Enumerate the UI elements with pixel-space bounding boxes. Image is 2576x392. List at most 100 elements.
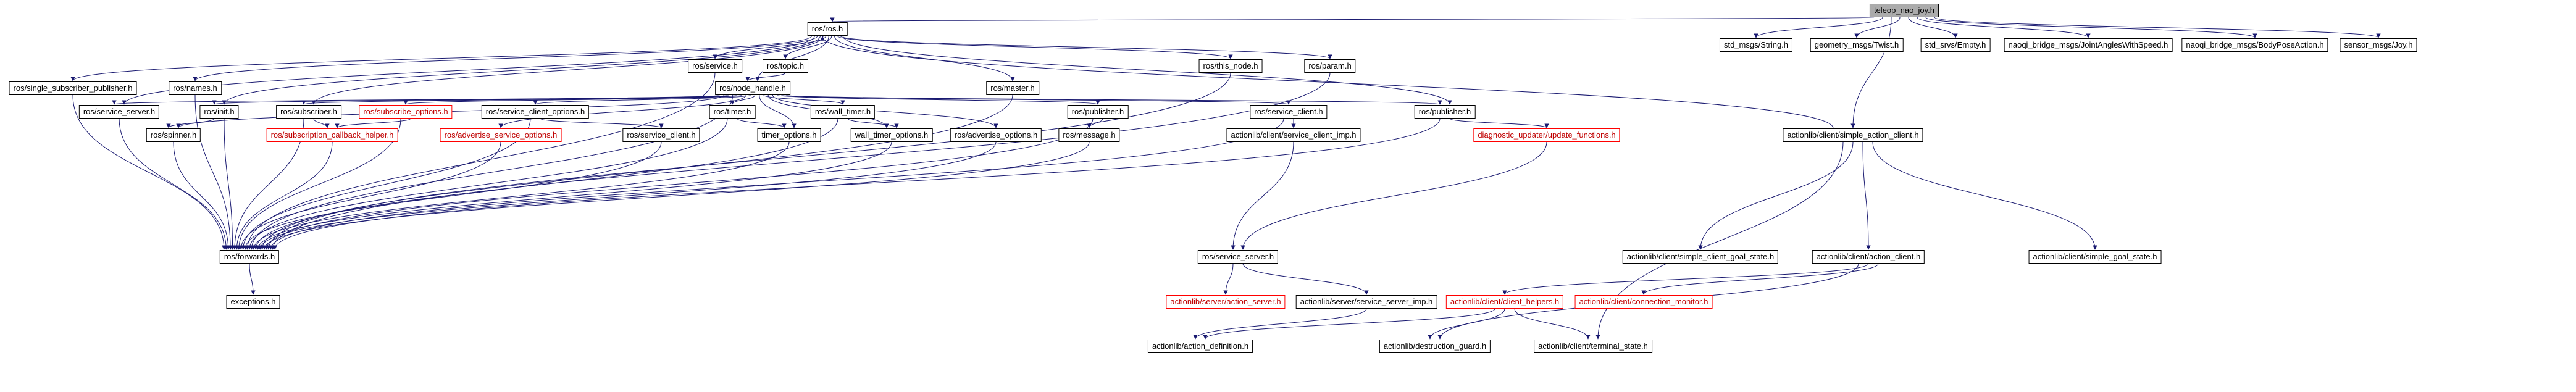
graph-node-service_client_a[interactable]: ros/service_client.h <box>1250 105 1328 119</box>
graph-node-master[interactable]: ros/master.h <box>986 81 1039 95</box>
graph-node-service[interactable]: ros/service.h <box>688 59 742 73</box>
include-edge-sac-to-scgs <box>1698 141 1854 250</box>
graph-node-sc_options[interactable]: ros/service_client_options.h <box>481 105 590 119</box>
include-edge-node_handle-to-timer_opts <box>759 94 797 128</box>
include-edge-wall_timer-to-wall_timer_opts <box>847 118 899 128</box>
graph-node-connection_monitor[interactable]: actionlib/client/connection_monitor.h <box>1574 295 1713 309</box>
include-edge-node_handle-to-adv_opts <box>772 94 998 128</box>
graph-node-this_node[interactable]: ros/this_node.h <box>1198 59 1263 73</box>
include-edge-node_handle-to-subscribe_options <box>403 94 742 105</box>
graph-node-ssp[interactable]: ros/single_subscriber_publisher.h <box>9 81 137 95</box>
include-edge-sc_imp-to-service_server2 <box>1231 141 1294 250</box>
include-edge-sc_options-to-service_client_b <box>540 118 664 128</box>
include-edge-service_server2-to-action_server <box>1223 263 1234 295</box>
graph-node-wall_timer[interactable]: ros/wall_timer.h <box>810 105 876 119</box>
include-edge-subscribe_options-to-sub_cb_helper <box>335 118 411 128</box>
graph-node-names[interactable]: ros/names.h <box>169 81 222 95</box>
graph-node-upd_fn[interactable]: diagnostic_updater/update_functions.h <box>1473 128 1620 142</box>
graph-node-action_def[interactable]: actionlib/action_definition.h <box>1147 340 1253 353</box>
graph-node-sgs[interactable]: actionlib/client/simple_goal_state.h <box>2028 250 2162 264</box>
graph-node-subscriber[interactable]: ros/subscriber.h <box>276 105 341 119</box>
include-edge-topic-to-node_handle <box>745 72 786 81</box>
graph-node-jaws[interactable]: naoqi_bridge_msgs/JointAnglesWithSpeed.h <box>2004 38 2173 52</box>
include-edge-teleop-to-twist <box>1854 17 1901 38</box>
include-edge-init-to-forwards <box>224 118 235 250</box>
graph-node-empty[interactable]: std_srvs/Empty.h <box>1920 38 1991 52</box>
graph-node-service_server1[interactable]: ros/service_server.h <box>78 105 160 119</box>
include-edge-upd_fn-to-service_server2 <box>1240 141 1547 250</box>
graph-node-adv_opts[interactable]: ros/advertise_options.h <box>950 128 1042 142</box>
include-edge-init-to-spinner <box>166 118 215 128</box>
include-edge-node_handle-to-subscriber <box>301 94 738 105</box>
graph-node-timer_opts[interactable]: timer_options.h <box>757 128 821 142</box>
graph-node-adv_srv_opts[interactable]: ros/advertise_service_options.h <box>440 128 562 142</box>
graph-node-joy[interactable]: sensor_msgs/Joy.h <box>2340 38 2417 52</box>
graph-node-destr_guard[interactable]: actionlib/destruction_guard.h <box>1379 340 1491 353</box>
include-edge-client_helpers-to-terminal <box>1514 308 1591 340</box>
include-edge-ros_ros-to-master <box>834 35 1015 81</box>
include-edge-forwards-to-exceptions <box>249 263 256 295</box>
graph-node-twist[interactable]: geometry_msgs/Twist.h <box>1810 38 1904 52</box>
graph-node-sub_cb_helper[interactable]: ros/subscription_callback_helper.h <box>266 128 398 142</box>
include-edge-adv_srv_opts-to-forwards <box>238 141 501 250</box>
graph-node-node_handle[interactable]: ros/node_handle.h <box>715 81 790 95</box>
include-edge-teleop-to-joy <box>1934 17 2381 38</box>
include-edge-publisher_l-to-message <box>1087 118 1103 128</box>
include-edge-teleop-to-jaws <box>1917 17 2091 38</box>
graph-node-sac[interactable]: actionlib/client/simple_action_client.h <box>1783 128 1923 142</box>
graph-node-ros_ros[interactable]: ros/ros.h <box>807 22 848 36</box>
include-edge-wall_timer_opts-to-forwards <box>256 141 892 250</box>
graph-node-topic[interactable]: ros/topic.h <box>763 59 808 73</box>
include-edge-sac-to-sgs <box>1872 141 2097 250</box>
include-edge-message-to-forwards <box>262 141 1090 250</box>
graph-node-forwards[interactable]: ros/forwards.h <box>219 250 280 264</box>
include-edge-action_client-to-client_helpers <box>1502 263 1869 295</box>
graph-node-message[interactable]: ros/message.h <box>1058 128 1120 142</box>
include-edge-ros_ros-to-ssp <box>70 35 813 81</box>
include-edge-adv_opts-to-forwards <box>257 141 997 250</box>
graph-node-exceptions[interactable]: exceptions.h <box>226 295 280 309</box>
include-edge-param-to-forwards <box>270 72 1331 250</box>
graph-node-init[interactable]: ros/init.h <box>199 105 239 119</box>
graph-node-sc_imp[interactable]: actionlib/client/service_client_imp.h <box>1226 128 1361 142</box>
graph-node-client_helpers[interactable]: actionlib/client/client_helpers.h <box>1445 295 1564 309</box>
graph-node-terminal[interactable]: actionlib/client/terminal_state.h <box>1534 340 1652 353</box>
graph-node-bpa[interactable]: naoqi_bridge_msgs/BodyPoseAction.h <box>2181 38 2328 52</box>
include-edge-timer_opts-to-forwards <box>251 141 790 250</box>
include-edge-sac-to-ros_ros <box>820 36 1834 129</box>
include-edge-teleop-to-bpa <box>1925 17 2257 38</box>
graph-node-wall_timer_opts[interactable]: wall_timer_options.h <box>850 128 933 142</box>
graph-node-service_server2[interactable]: ros/service_server.h <box>1197 250 1279 264</box>
graph-node-subscribe_options[interactable]: ros/subscribe_options.h <box>359 105 453 119</box>
graph-node-publisher_l[interactable]: ros/publisher.h <box>1067 105 1129 119</box>
graph-node-srv_server_imp[interactable]: actionlib/server/service_server_imp.h <box>1295 295 1437 309</box>
include-edge-teleop-to-sac <box>1850 17 1892 128</box>
graph-node-publisher_r[interactable]: ros/publisher.h <box>1414 105 1476 119</box>
include-edge-ros_ros-to-node_handle <box>755 35 829 81</box>
include-edge-teleop-to-str <box>1754 17 1883 38</box>
graph-node-action_server[interactable]: actionlib/server/action_server.h <box>1166 295 1286 309</box>
include-edge-node_handle-to-sc_options <box>533 94 751 105</box>
include-edge-this_node-to-forwards <box>266 72 1231 250</box>
include-edge-sac-to-terminal <box>1595 141 1844 340</box>
graph-node-scgs[interactable]: actionlib/client/simple_client_goal_stat… <box>1622 250 1779 264</box>
graph-node-param[interactable]: ros/param.h <box>1304 59 1356 73</box>
include-edge-node_handle-to-service_server1 <box>112 94 720 105</box>
graph-node-spinner[interactable]: ros/spinner.h <box>146 128 201 142</box>
graph-node-timer[interactable]: ros/timer.h <box>709 105 756 119</box>
graph-node-teleop: teleop_nao_joy.h <box>1869 4 1939 17</box>
graph-node-action_client[interactable]: actionlib/client/action_client.h <box>1812 250 1925 264</box>
include-edge-node_handle-to-timer <box>730 94 756 105</box>
graph-node-str[interactable]: std_msgs/String.h <box>1719 38 1793 52</box>
include-edge-publisher_r-to-upd_fn <box>1449 118 1549 128</box>
include-edge-client_helpers-to-action_def <box>1203 308 1495 340</box>
graph-node-service_client_b[interactable]: ros/service_client.h <box>622 128 700 142</box>
include-edge-node_handle-to-publisher_l <box>776 94 1100 105</box>
include-edge-action_client-to-connection_monitor <box>1641 263 1879 295</box>
include-edge-service_client_b-to-forwards <box>243 141 662 250</box>
include-edge-subscriber-to-sub_cb_helper <box>313 118 330 128</box>
include-edge-ros_ros-to-topic <box>783 35 832 59</box>
include-edge-service_server2-to-srv_server_imp <box>1242 263 1369 295</box>
include-edge-sac-to-action_client <box>1862 141 1871 250</box>
